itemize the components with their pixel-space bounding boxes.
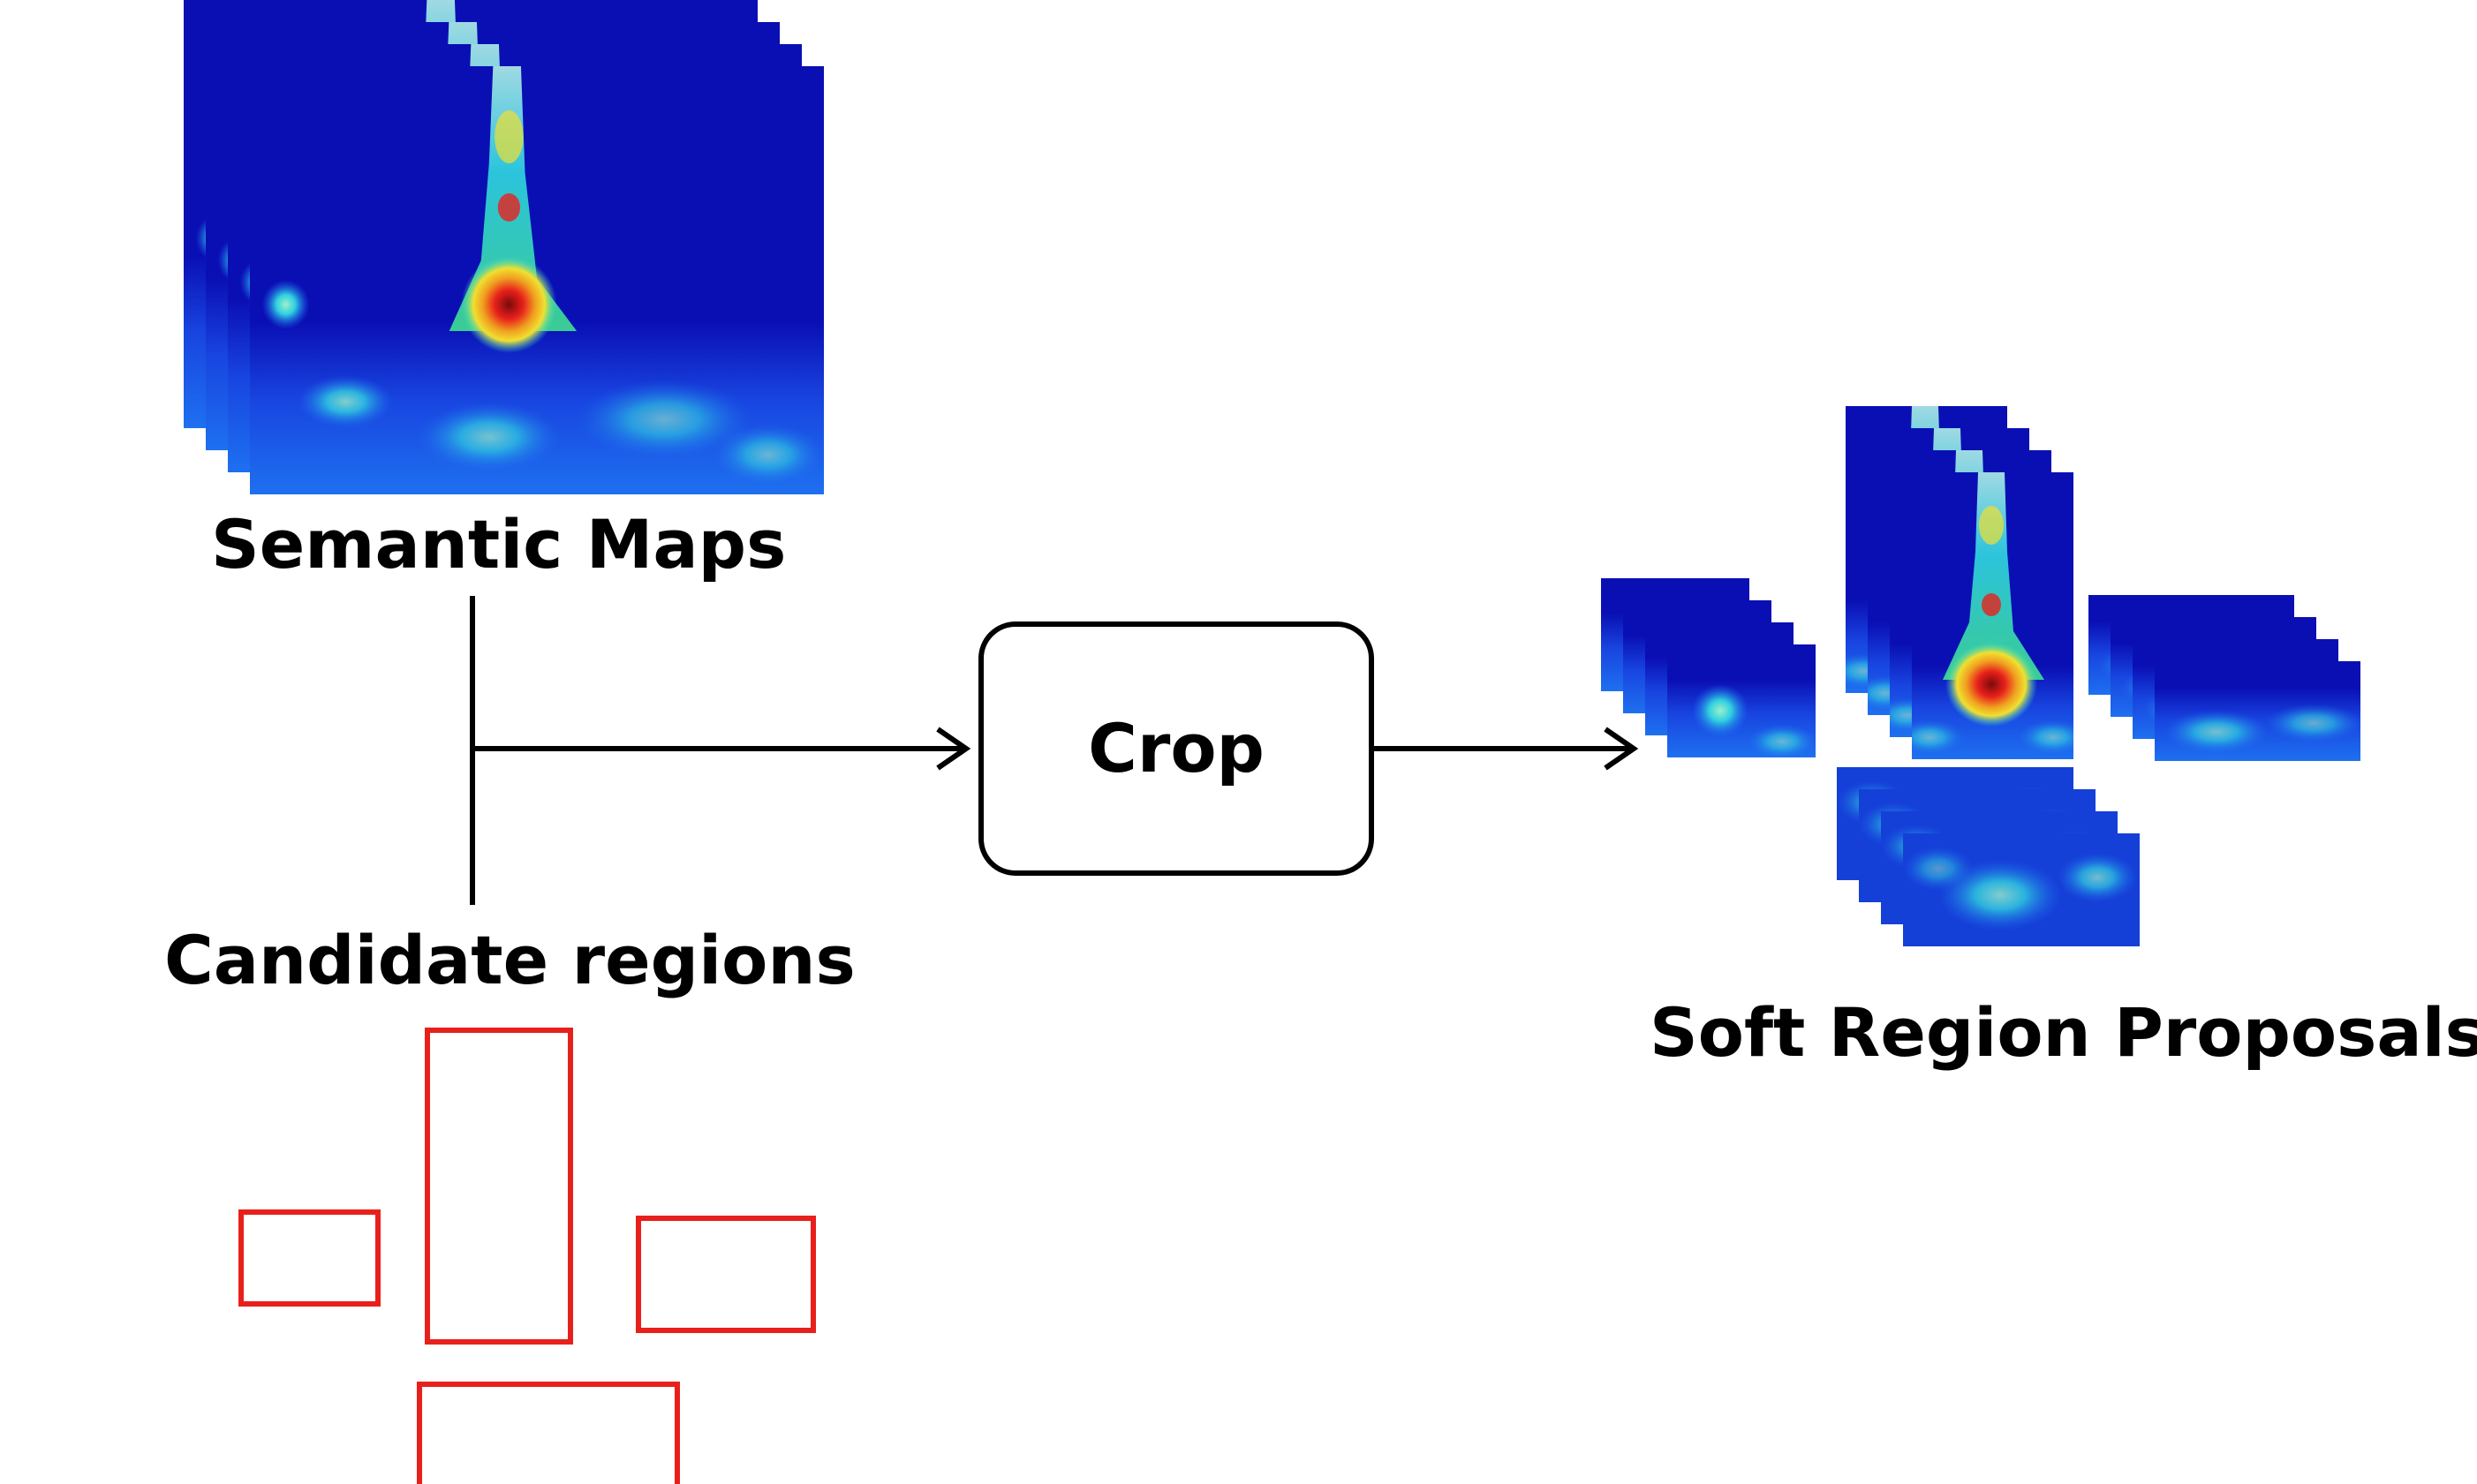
semantic-maps-stack <box>184 0 824 494</box>
candidate-region-box <box>636 1216 816 1333</box>
semantic-map-layer <box>250 66 824 494</box>
crop-label: Crop <box>1088 709 1265 787</box>
arrow-to-crop <box>472 727 971 771</box>
soft-region-proposals-group <box>1601 406 2360 946</box>
semantic-maps-label: Semantic Maps <box>211 505 787 584</box>
proposal-stack-left <box>1601 578 1816 757</box>
candidate-regions-label: Candidate regions <box>164 921 856 999</box>
candidate-region-box <box>417 1382 680 1484</box>
candidate-region-box <box>238 1209 381 1307</box>
candidate-regions-group <box>238 1028 816 1484</box>
soft-region-proposals-label: Soft Region Proposals <box>1650 993 2477 1072</box>
proposal-stack-bottom <box>1837 767 2140 946</box>
candidate-region-box <box>425 1028 573 1345</box>
proposal-stack-right <box>2088 595 2360 761</box>
proposal-stack-center <box>1846 406 2073 759</box>
arrow-to-proposals <box>1374 727 1639 771</box>
crop-box: Crop <box>978 621 1374 876</box>
